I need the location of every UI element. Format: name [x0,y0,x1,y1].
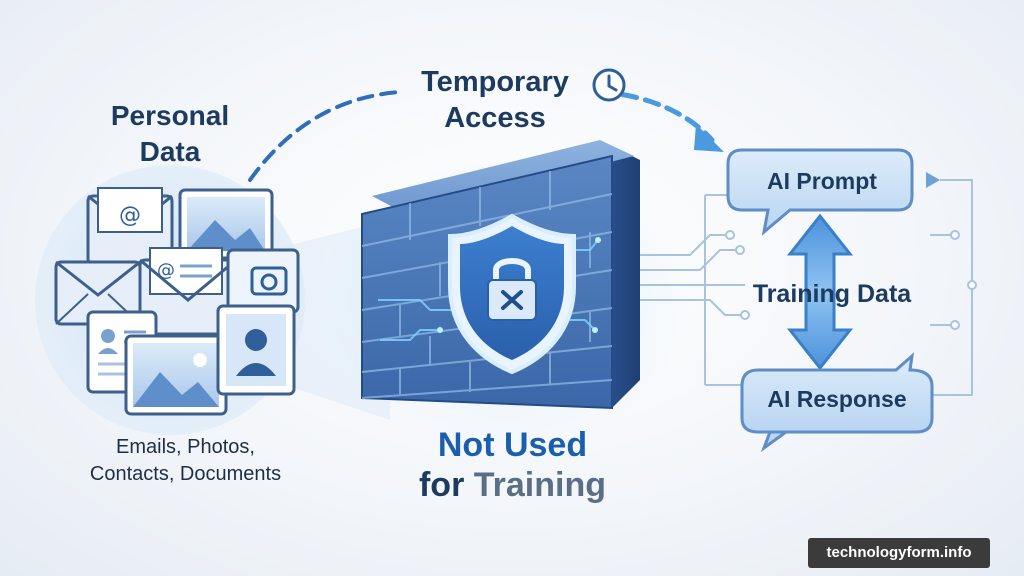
personal-data-title-line1: Personal [110,100,230,131]
photo-icon [178,188,274,260]
photo-icon [124,334,228,416]
temporary-access-title: Temporary Access [400,64,590,136]
ai-response-label: AI Response [767,386,907,412]
ai-prompt-bubble [726,148,914,236]
temporary-access-line1: Temporary [421,66,569,98]
shield-lock-icon [448,213,576,375]
not-used-line2-for: for [418,466,474,504]
data-beam [270,220,390,420]
svg-text:@: @ [119,203,141,228]
temporary-access-arc [248,90,402,182]
not-used-line1: Not Used [437,426,588,464]
email-icon: @ [138,247,238,336]
ai-prompt-label: AI Prompt [767,168,877,194]
training-data-label: Training Data [752,280,912,308]
svg-text:@: @ [157,260,175,281]
not-used-for-training: Not Used for Training [380,425,645,505]
arrow-head [926,172,940,188]
training-data-arrow [786,213,854,371]
not-used-line2-training: Training [473,466,606,504]
clock-icon [592,68,626,102]
contact-icon [216,304,296,396]
circuit-nodes [725,230,977,330]
watermark: technologyform.info [808,538,990,568]
personal-data-title: Personal Data [70,98,270,170]
temporary-access-line2: Access [444,102,546,134]
camera-icon [226,248,300,314]
ai-response-bubble [740,352,934,453]
personal-data-caption-line1: Emails, Photos, [116,436,255,458]
personal-data-caption-line2: Contacts, Documents [89,463,282,485]
personal-data-title-line2: Data [139,136,201,167]
not-used-line2: for Training [380,465,645,505]
arrow-head [694,124,724,152]
personal-data-caption: Emails, Photos, Contacts, Documents [58,434,313,488]
